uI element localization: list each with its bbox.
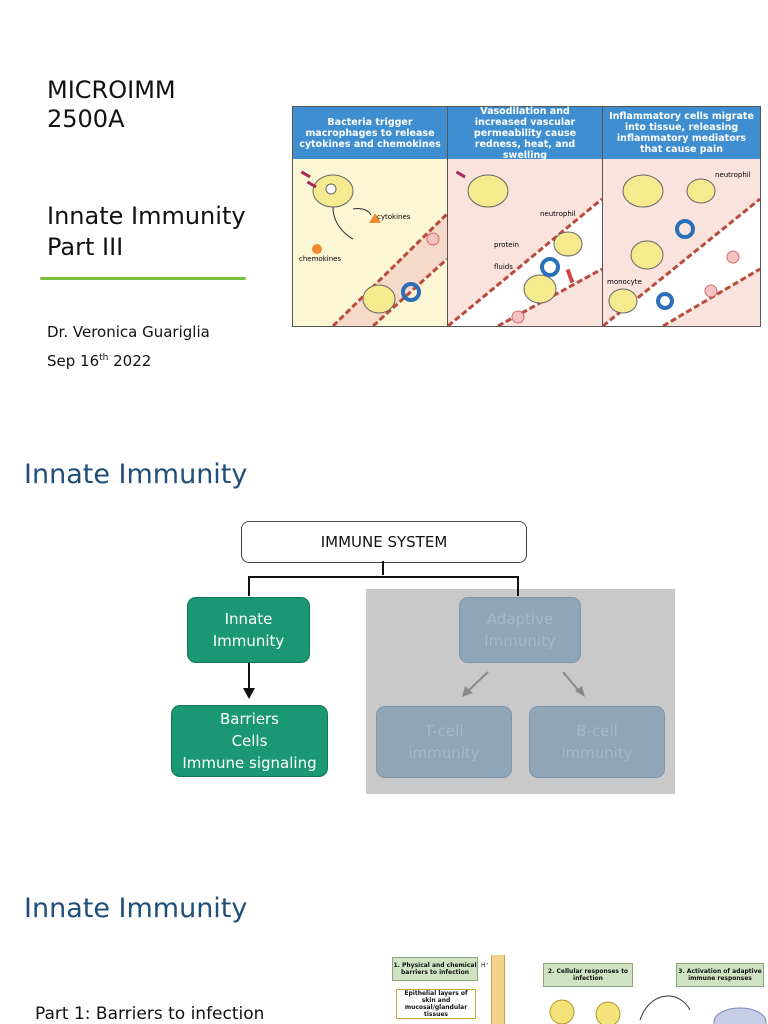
panel-2-illustration: neutrophil protein fluids [447, 170, 603, 328]
author-name: Dr. Veronica Guariglia [47, 323, 210, 341]
innate-line1: Innate [224, 610, 273, 628]
course-title: MICROIMM 2500A [47, 76, 176, 134]
fig-epithelial-layer [491, 955, 505, 1024]
panel-3-illustration: neutrophil monocyte [602, 171, 761, 328]
label-cytokines: cytokines [377, 213, 411, 221]
label-fluids: fluids [494, 263, 513, 271]
lecture-subtitle-line2: Part III [47, 233, 124, 261]
tcell-line2: immunity [408, 744, 480, 762]
lecture-subtitle-line1: Innate Immunity [47, 202, 246, 230]
date-year: 2022 [108, 352, 152, 370]
figure-panel-3: Inflammatory cells migrate into tissue, … [602, 107, 761, 328]
date-prefix: Sep 16 [47, 352, 100, 370]
slide2-title: Innate Immunity [24, 459, 248, 490]
panel-2-header: Vasodilation and increased vascular perm… [448, 106, 602, 161]
t-cell-immunity-box: T-cell immunity [376, 706, 512, 778]
b-cell-immunity-box: B-cell immunity [529, 706, 665, 778]
panel-1-illustration: cytokines chemokines [299, 170, 449, 328]
adaptive-line2: Immunity [484, 632, 556, 650]
bcell-line2: immunity [561, 744, 633, 762]
course-title-line1: MICROIMM [47, 76, 176, 104]
panel-3-header: Inflammatory cells migrate into tissue, … [603, 107, 760, 159]
label-neutrophil-3: neutrophil [715, 171, 751, 179]
bcell-line1: B-cell [576, 722, 618, 740]
lecture-date: Sep 16th 2022 [47, 352, 151, 370]
label-neutrophil: neutrophil [540, 210, 576, 218]
date-sup: th [99, 353, 109, 363]
figure-panel-1: Bacteria trigger macrophages to release … [293, 107, 449, 328]
part1-heading: Part 1: Barriers to infection [35, 1004, 265, 1024]
panel-1-header: Bacteria trigger macrophages to release … [293, 107, 447, 159]
course-title-line2: 2500A [47, 105, 125, 133]
label-protein: protein [494, 241, 519, 249]
label-chemokines: chemokines [299, 255, 341, 263]
barriers-label: Barriers [220, 710, 279, 728]
lecture-subtitle: Innate Immunity Part III [47, 201, 246, 263]
title-underline [40, 277, 246, 280]
slide3-title: Innate Immunity [24, 893, 248, 924]
fig-epithelial-box: Epithelial layers of skin and mucosal/gl… [396, 989, 476, 1019]
innate-line2: Immunity [212, 632, 285, 650]
fig-adaptive-box: 3. Activation of adaptive immune respons… [676, 963, 764, 987]
fig-h-label: H⁺ [481, 962, 489, 969]
inflammation-figure: Bacteria trigger macrophages to release … [292, 106, 761, 328]
figure-panel-2: Vasodilation and increased vascular perm… [447, 106, 603, 328]
cells-label: Cells [231, 732, 268, 750]
immune-signaling-label: Immune signaling [182, 754, 317, 772]
label-monocyte: monocyte [607, 278, 642, 286]
tcell-line1: T-cell [424, 722, 464, 740]
fig-cellular-box: 2. Cellular responses to infection [543, 963, 633, 987]
fig-cells-illustration [549, 995, 767, 1024]
adaptive-line1: Adaptive [486, 610, 554, 628]
fig-barriers-box: 1. Physical and chemical barriers to inf… [392, 957, 478, 981]
